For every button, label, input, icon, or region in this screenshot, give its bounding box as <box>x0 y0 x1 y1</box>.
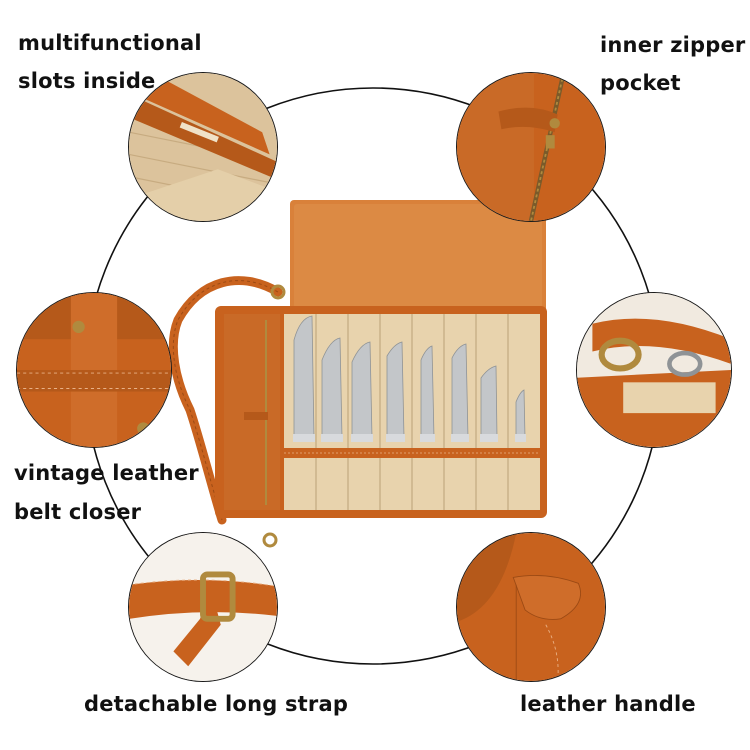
belt-closer-detail-image <box>16 292 172 448</box>
zipper-label-line1: inner zipper <box>600 33 746 57</box>
strap-buckle-detail-image <box>128 532 278 682</box>
slots-label-line2: slots inside <box>18 69 156 93</box>
zipper-detail-image <box>456 72 606 222</box>
handle-label: leather handle <box>520 692 696 716</box>
belt-label-line1: vintage leather <box>14 461 199 485</box>
strap-label: detachable long strap <box>84 692 349 716</box>
belt-label-line2: belt closer <box>14 500 142 524</box>
zipper-label-line2: pocket <box>600 71 681 95</box>
slots-detail-image <box>128 72 278 222</box>
slots-label-line1: multifunctional <box>18 31 202 55</box>
handle-detail-image <box>456 532 606 682</box>
strap-clip-detail-image <box>576 292 732 448</box>
